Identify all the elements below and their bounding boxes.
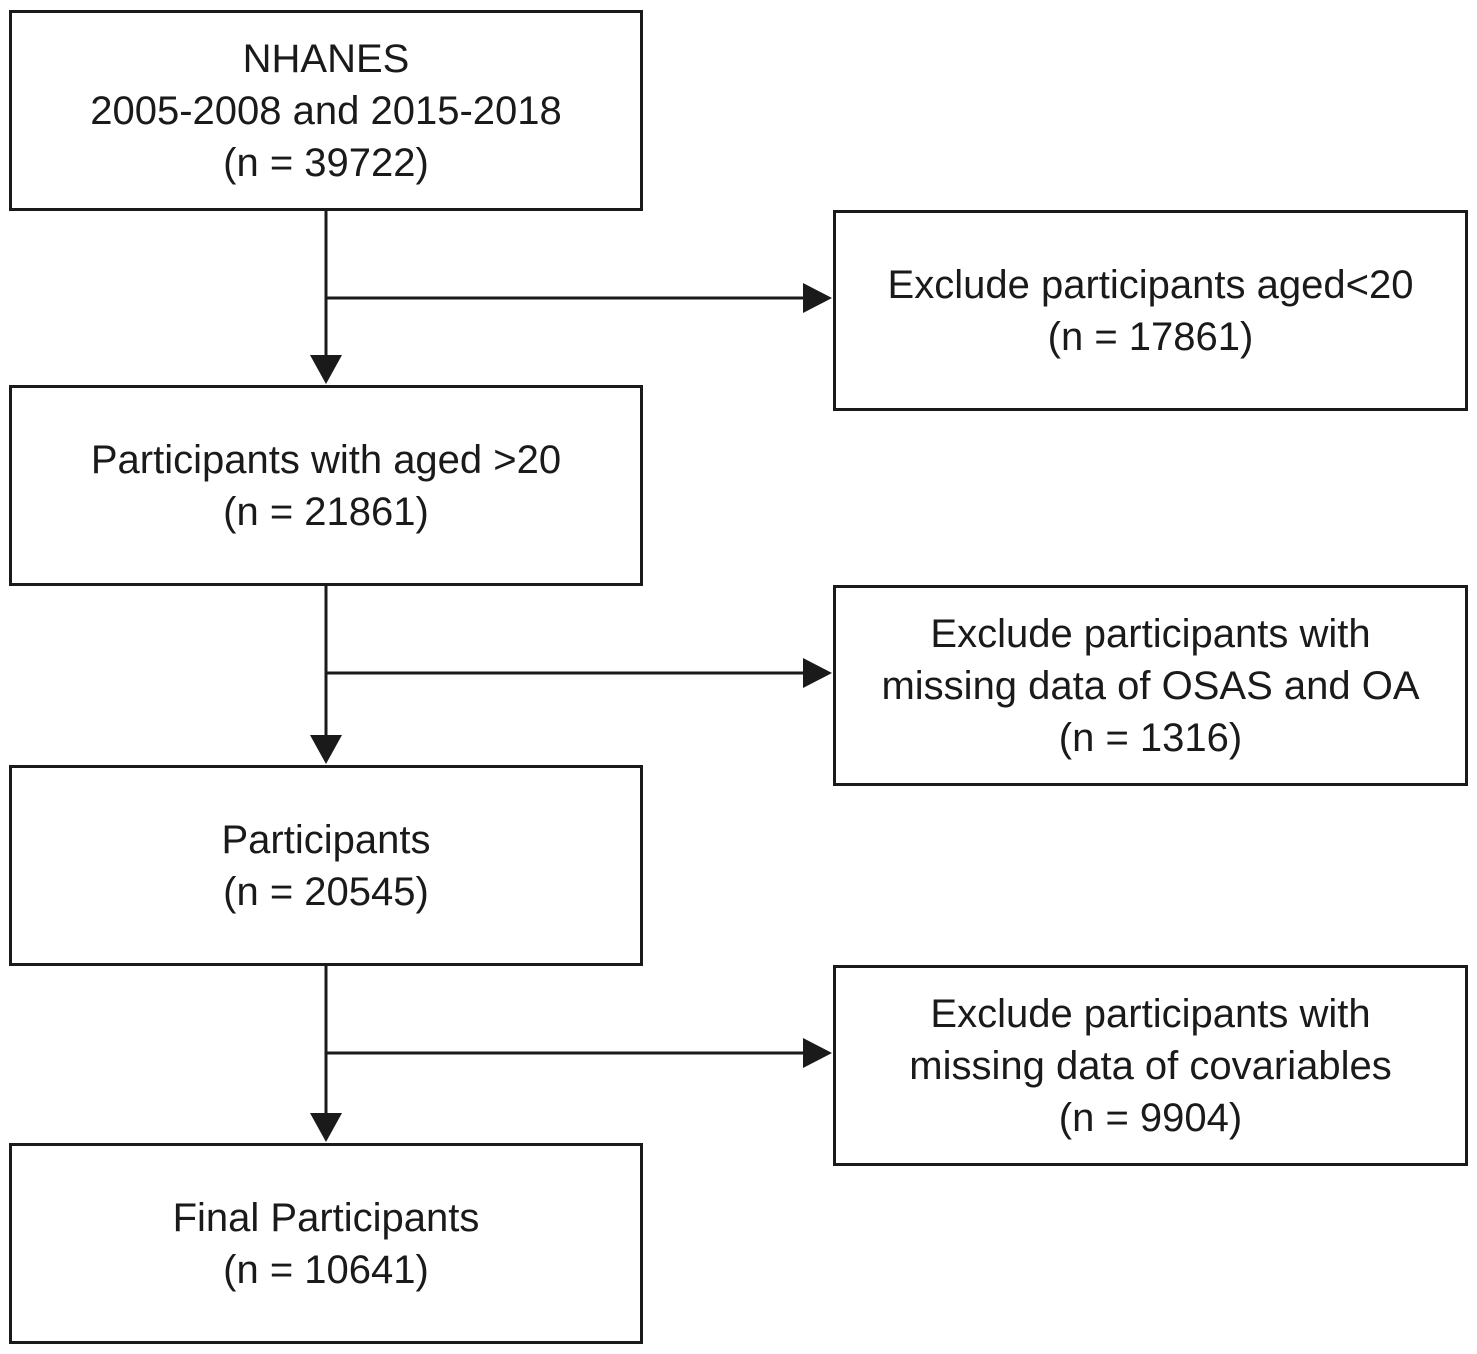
arrowhead-down-1 [310, 355, 342, 384]
exclusion-box-osas-oa: Exclude participants with missing data o… [833, 585, 1468, 786]
step-label: 2005-2008 and 2015-2018 [90, 88, 562, 133]
step-box-final-participants: Final Participants (n = 10641) [9, 1143, 643, 1344]
step-count: (n = 20545) [223, 869, 429, 914]
arrowhead-right-2 [803, 658, 832, 688]
step-label: NHANES [242, 36, 410, 81]
step-count: (n = 39722) [223, 140, 429, 185]
exclusion-label: Exclude participants with [930, 991, 1371, 1036]
step-label: Participants [221, 817, 431, 862]
arrowhead-right-1 [803, 283, 832, 313]
exclusion-count: (n = 9904) [1058, 1095, 1243, 1140]
step-box-participants: Participants (n = 20545) [9, 765, 643, 966]
exclusion-label: missing data of OSAS and OA [881, 663, 1420, 708]
exclusion-label: missing data of covariables [909, 1043, 1392, 1088]
step-label: Participants with aged >20 [90, 437, 562, 482]
arrowhead-down-3 [310, 1113, 342, 1142]
arrowhead-right-3 [803, 1038, 832, 1068]
step-box-nhanes: NHANES 2005-2008 and 2015-2018 (n = 3972… [9, 10, 643, 211]
step-label: Final Participants [172, 1195, 480, 1240]
exclusion-count: (n = 1316) [1058, 715, 1243, 760]
arrowhead-down-2 [310, 735, 342, 764]
exclusion-box-age: Exclude participants aged<20 (n = 17861) [833, 210, 1468, 411]
exclusion-label: Exclude participants with [930, 611, 1371, 656]
exclusion-label: Exclude participants aged<20 [887, 262, 1414, 307]
step-count: (n = 10641) [223, 1247, 429, 1292]
step-box-aged-over-20: Participants with aged >20 (n = 21861) [9, 385, 643, 586]
exclusion-count: (n = 17861) [1047, 314, 1254, 359]
step-count: (n = 21861) [223, 489, 429, 534]
exclusion-box-covariables: Exclude participants with missing data o… [833, 965, 1468, 1166]
